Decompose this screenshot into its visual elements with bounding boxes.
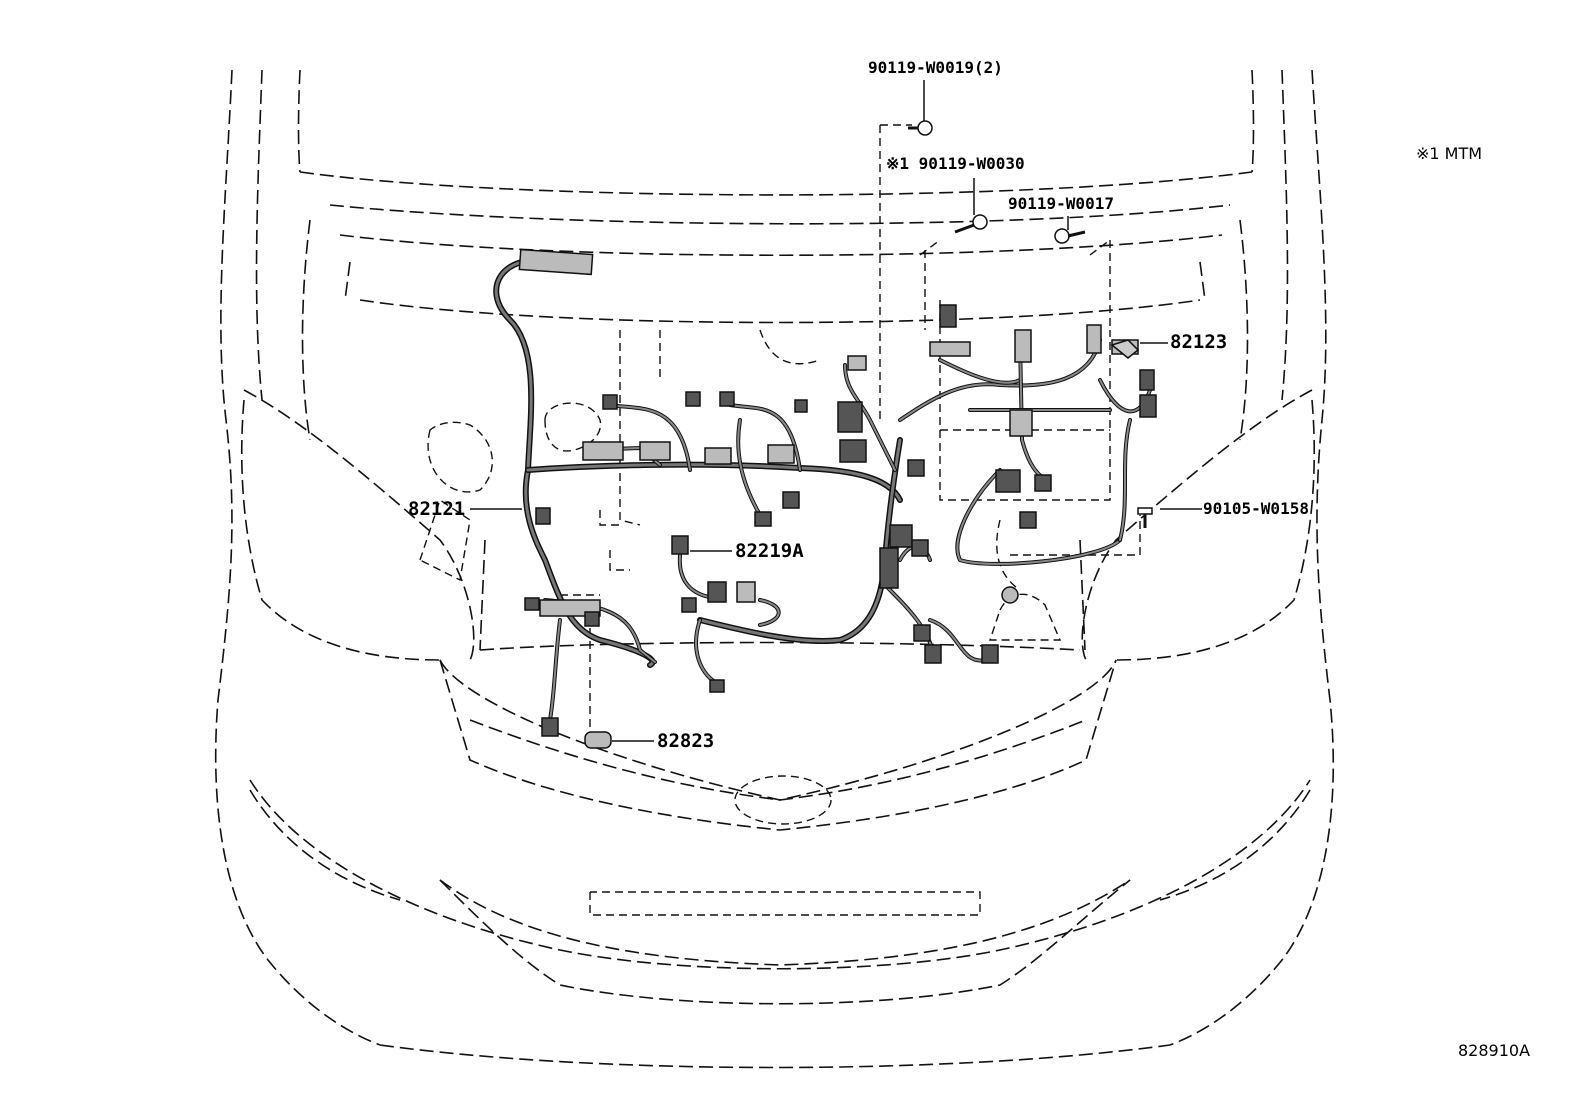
label-90119-w0030: ※1 90119-W0030 [886, 154, 1025, 173]
label-82123: 82123 [1170, 331, 1228, 353]
bolt-icon [908, 120, 933, 136]
connector-icon [889, 524, 913, 548]
connector-icon [1001, 586, 1019, 604]
connector-icon [929, 341, 971, 357]
connector-icon [681, 597, 697, 613]
label-82121: 82121 [408, 498, 466, 520]
connector-icon [782, 491, 800, 509]
connector-icon [639, 441, 671, 461]
connector-icon [704, 447, 732, 465]
connector-icon [794, 399, 808, 413]
connector-icon [913, 624, 931, 642]
label-82823: 82823 [657, 730, 715, 752]
wire-harness-82121 [493, 256, 1152, 722]
connector-icon [924, 644, 942, 664]
label-90119-w0019: 90119-W0019(2) [868, 58, 1003, 77]
connector-icon [1139, 394, 1157, 418]
connector-icon [541, 717, 559, 737]
connector-icon [1139, 369, 1155, 391]
connector-icon [582, 441, 624, 461]
label-90119-w0017: 90119-W0017 [1008, 194, 1114, 213]
vehicle-body-outline [214, 69, 1335, 1069]
connector-icon [671, 535, 689, 555]
bolt-icon [1054, 228, 1086, 244]
label-82219a: 82219A [735, 540, 804, 562]
connector-icon [847, 355, 867, 371]
connector-icon [1009, 409, 1033, 437]
connector-icon [981, 644, 999, 664]
clip-icon [1110, 339, 1140, 359]
connector-icon [524, 597, 540, 611]
diagram-id: 828910A [1458, 1041, 1531, 1060]
connector-icon [1086, 324, 1102, 354]
radiator-cap [544, 402, 602, 452]
connector-icon [719, 391, 735, 407]
connector-icon [584, 611, 600, 627]
connector-icon [879, 547, 899, 589]
connector-icon [685, 391, 701, 407]
reservoir-left [427, 421, 494, 493]
connectors [518, 248, 1157, 749]
connector-icon [709, 679, 725, 693]
connector-icon [837, 401, 863, 433]
bolt-icon [954, 214, 988, 234]
fasteners [908, 120, 1153, 528]
connector-icon [995, 469, 1021, 493]
engine-components [419, 124, 1141, 730]
connector-icon [535, 507, 551, 525]
connector-icon [754, 511, 772, 527]
connector-icon [767, 444, 795, 464]
connector-icon [939, 304, 957, 328]
battery-box [939, 300, 1111, 501]
connector-icon [1014, 329, 1032, 363]
connector-icon [907, 459, 925, 477]
connector-icon [1019, 511, 1037, 529]
connector-icon [518, 248, 594, 276]
footnote-mtm: ※1 MTM [1416, 144, 1483, 163]
connector-icon [736, 581, 756, 603]
connector-icon [911, 539, 929, 557]
connector-icon [1034, 474, 1052, 492]
label-90105-w0158: 90105-W0158 [1203, 499, 1309, 518]
connector-icon [584, 731, 612, 749]
connector-icon [839, 439, 867, 463]
connector-icon [602, 394, 618, 410]
bolt-icon [1137, 507, 1153, 528]
leader-lines [470, 80, 1202, 742]
connector-icon [707, 581, 727, 603]
